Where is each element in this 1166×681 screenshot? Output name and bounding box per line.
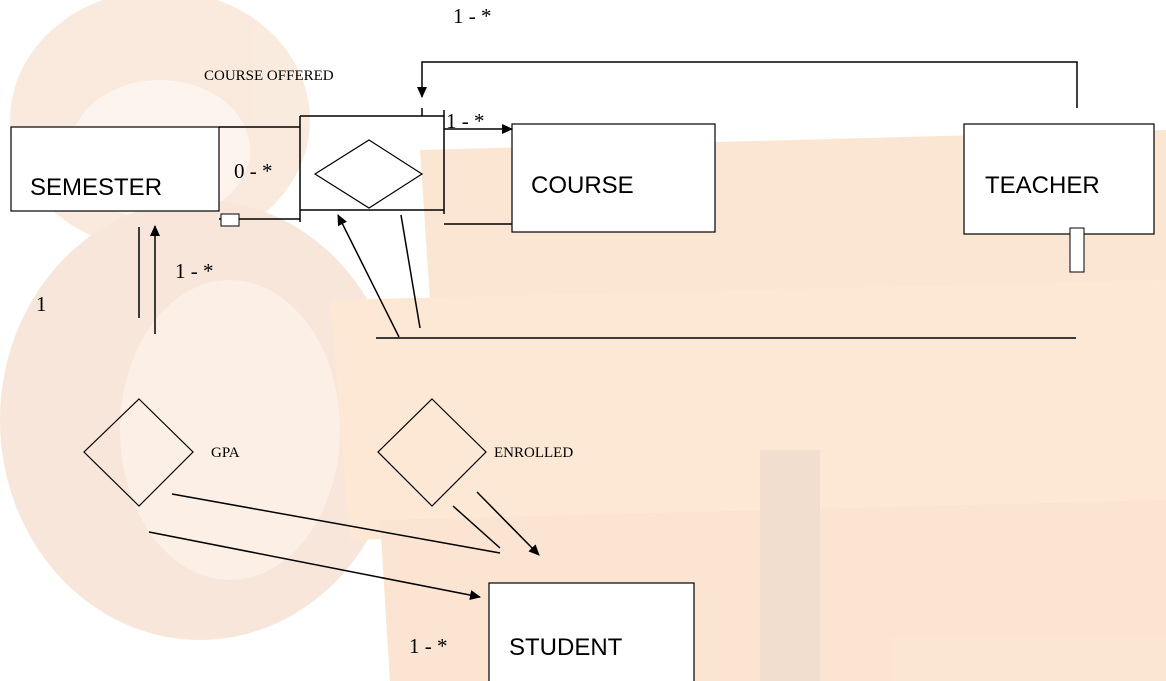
sign-board-middle [330,280,1166,540]
entity-course[interactable]: COURSE [511,123,716,233]
teacher-box [963,123,1155,235]
mascot-belly [120,280,340,580]
multiplicity-top: 1 - * [453,4,492,28]
teacher-label: TEACHER [985,172,1100,199]
enrolled-to-course-offered-arrow [337,214,400,338]
semester-box [10,126,220,212]
course-label: COURSE [531,172,634,199]
enrolled-to-student-arrow [476,491,540,556]
multiplicity-student-left: 1 - * [409,634,448,658]
entity-teacher[interactable]: TEACHER [963,123,1155,235]
student-box [488,582,695,681]
enrolled-diamond [377,398,487,507]
course-box [511,123,716,233]
enrolled-to-course-offered-line [400,214,421,329]
teacher-to-course-offered-line [417,61,1078,108]
gpa-to-student-line-upper [171,493,501,554]
small-handle-semester [220,213,240,227]
relationship-gpa[interactable]: GPA [83,398,240,507]
sign-post [760,450,820,681]
entity-student[interactable]: STUDENT [488,582,695,681]
mascot-body [0,200,400,640]
semester-label: SEMESTER [30,174,162,201]
multiplicity-semester-down: 1 - * [175,259,214,283]
small-handle-teacher [1069,227,1085,273]
enrolled-label: ENROLLED [494,445,573,461]
gpa-label: GPA [211,445,240,461]
gpa-diamond [83,398,194,507]
multiplicity-course-offered-course: 1 - * [446,109,485,133]
relationship-course-offered[interactable] [299,110,445,222]
course-offered-label: COURSE OFFERED [204,68,334,84]
course-offered-diamond [313,139,424,209]
entity-semester[interactable]: SEMESTER [10,126,220,212]
relationship-enrolled[interactable]: ENROLLED [377,398,573,507]
enrolled-to-student-line [452,505,501,549]
multiplicity-semester-right: 0 - * [234,159,273,183]
multiplicity-left-one: 1 [36,292,47,316]
gpa-to-student-arrow [148,531,481,600]
student-label: STUDENT [509,634,623,661]
